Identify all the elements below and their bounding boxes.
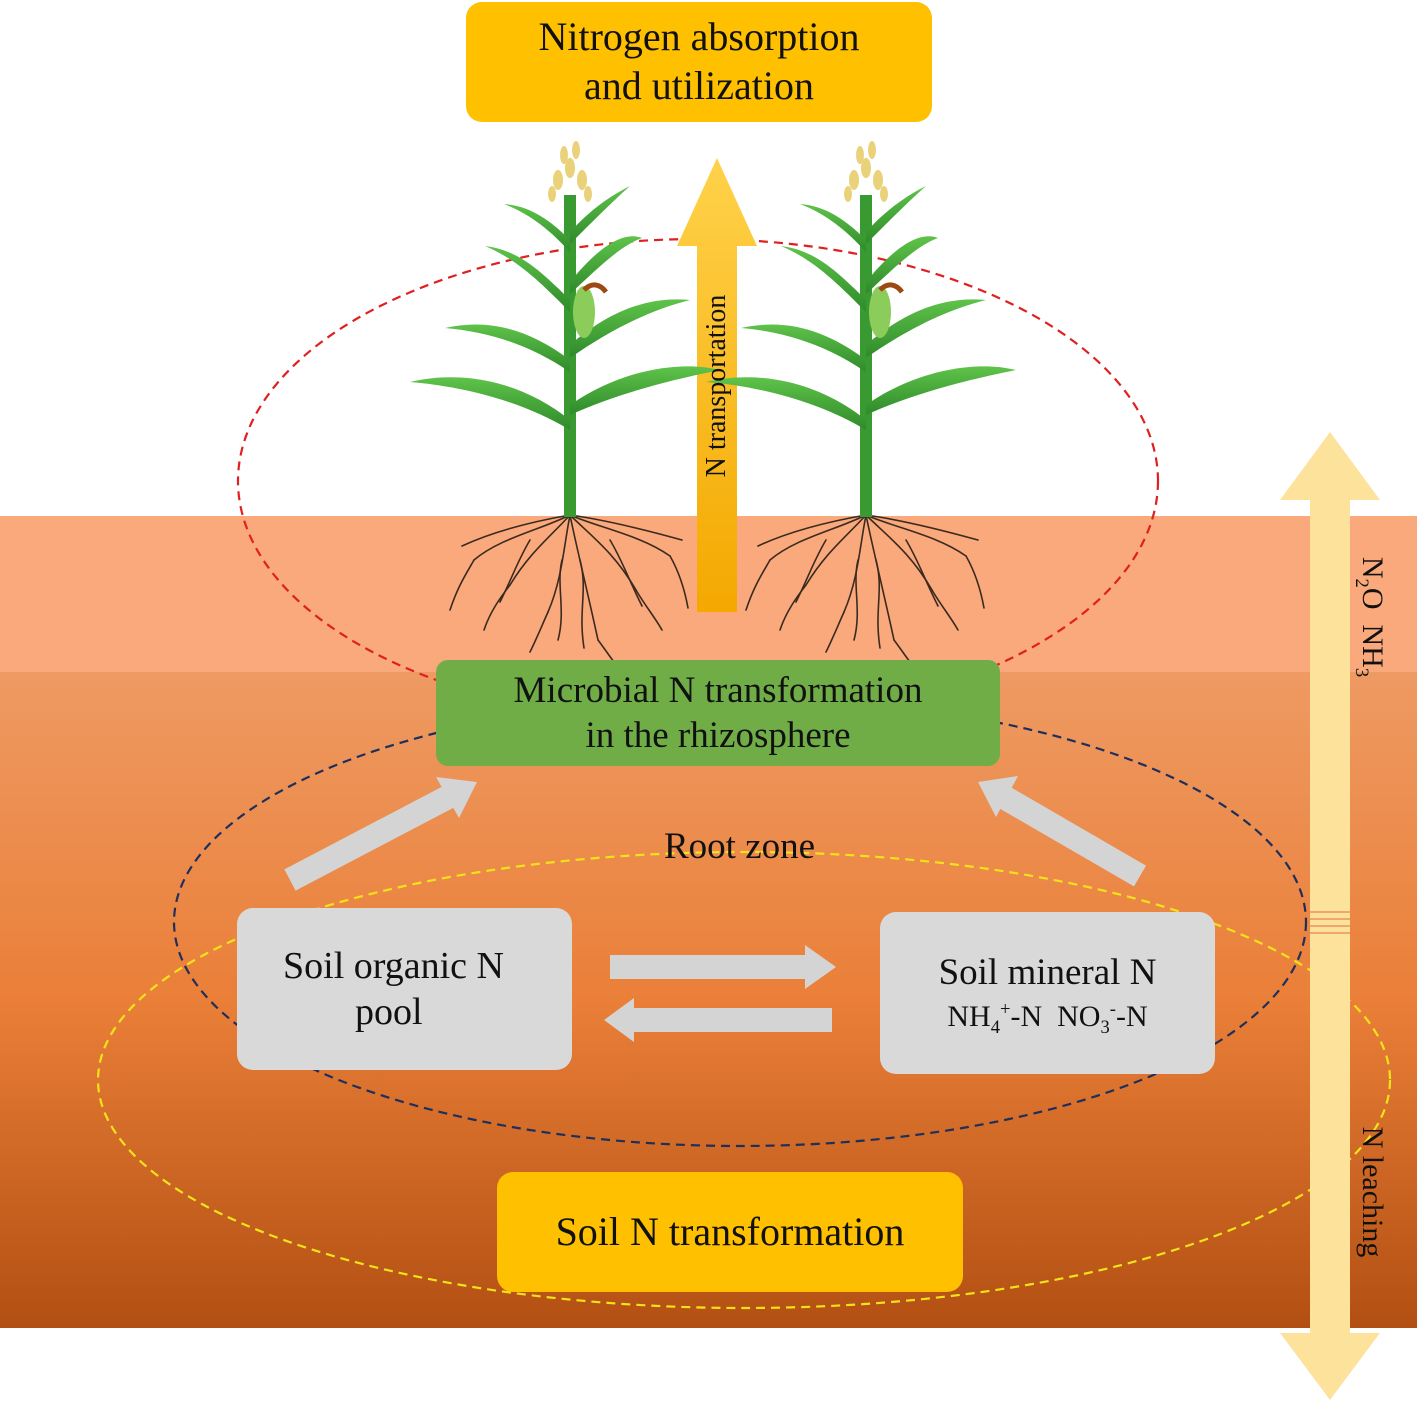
soil-mineral-line1: Soil mineral N: [938, 952, 1157, 994]
arrow-mineral-to-microbial: [978, 776, 1147, 887]
n-transportation-label: N transportation: [701, 294, 732, 478]
soil-organic-line2: pool: [355, 991, 423, 1033]
soil-n-transformation-label: Soil N transformation: [555, 1208, 905, 1254]
nh3-label: NH3: [1351, 624, 1389, 678]
soil-n-transformation-box: Soil N transformation: [497, 1172, 963, 1292]
soil-transformation-ellipse: [96, 850, 1392, 1310]
gas-emission-label: N2O NH3: [1351, 542, 1392, 692]
canopy-ellipse: [236, 237, 1160, 725]
microbial-line2: in the rhizosphere: [585, 715, 851, 756]
nitrogen-absorption-line2: and utilization: [584, 63, 814, 108]
nitrogen-absorption-line1: Nitrogen absorption: [538, 14, 860, 60]
maize-plant-right: [706, 141, 1016, 663]
soil-organic-line1: Soil organic N: [283, 944, 504, 987]
n2o-label: N2O: [1351, 556, 1389, 610]
nitrate-label: NO3--N: [1057, 999, 1148, 1039]
nitrogen-absorption-box: Nitrogen absorption and utilization: [466, 2, 932, 122]
soil-organic-n-box: Soil organic N pool: [237, 908, 572, 1070]
arrow-organic-to-mineral: [610, 945, 836, 989]
n-leaching-label: N leaching: [1356, 1126, 1389, 1258]
rhizosphere-ellipse: [172, 696, 1308, 1148]
arrow-organic-to-microbial: [284, 777, 477, 891]
arrow-mineral-to-organic: [604, 998, 832, 1042]
maize-plant-left: [410, 141, 720, 663]
mineral-species-line: NH4+-N NO3--N: [947, 999, 1148, 1039]
n-transportation-arrow: [677, 158, 757, 612]
root-zone-label: Root zone: [664, 826, 816, 867]
ammonium-label: NH4+-N: [947, 999, 1043, 1039]
microbial-transformation-box: Microbial N transformation in the rhizos…: [436, 660, 1000, 766]
microbial-line1: Microbial N transformation: [513, 669, 923, 711]
soil-mineral-n-box: Soil mineral N NH4+-N NO3--N: [880, 912, 1215, 1074]
gas-leaching-flux-arrow: [1280, 432, 1380, 1400]
